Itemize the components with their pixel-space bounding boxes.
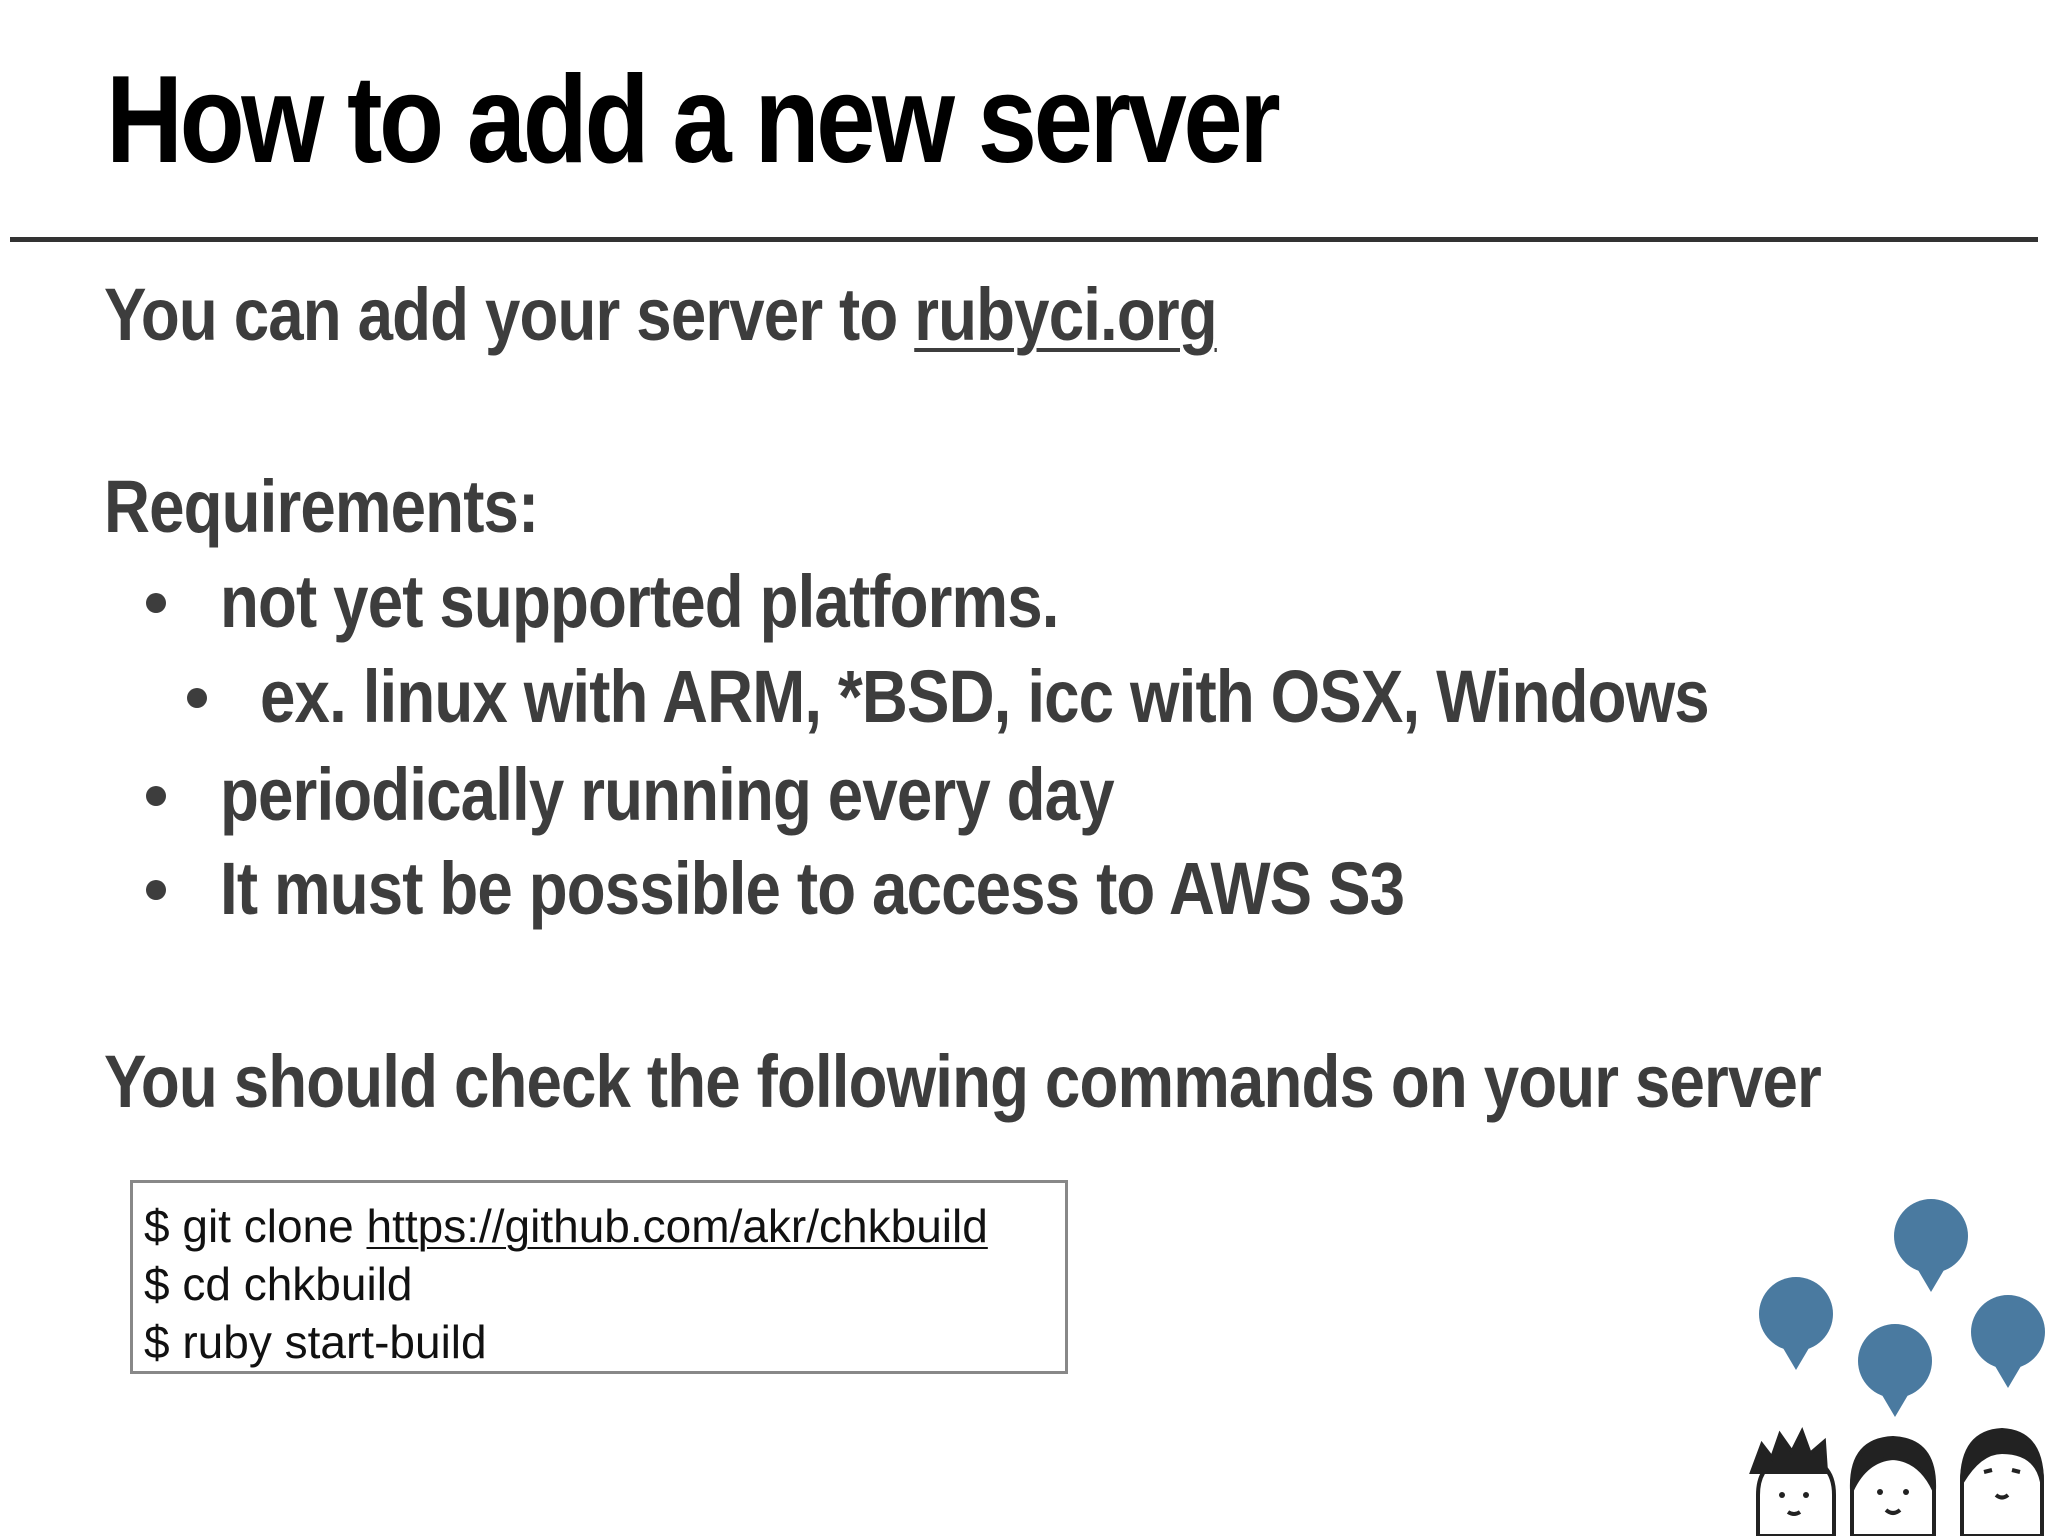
check-heading: You should check the following commands … bbox=[104, 1040, 1822, 1123]
person-boy-icon bbox=[1749, 1426, 1836, 1536]
speech-bubble-icon bbox=[1858, 1324, 1932, 1417]
bullet-icon bbox=[146, 593, 166, 613]
intro-text: You can add your server to bbox=[104, 273, 915, 356]
bullet-icon bbox=[187, 688, 207, 708]
people-with-speech-bubbles-icon bbox=[1749, 1199, 2045, 1536]
bullet-icon bbox=[146, 786, 166, 806]
speech-bubble-icons bbox=[1759, 1199, 2045, 1417]
command-text: $ git clone bbox=[144, 1200, 367, 1252]
intro-line: You can add your server to rubyci.org bbox=[104, 278, 1218, 352]
slide-title: How to add a new server bbox=[106, 51, 1281, 189]
chkbuild-repo-link[interactable]: https://github.com/akr/chkbuild bbox=[366, 1200, 988, 1252]
requirements-heading: Requirements: bbox=[104, 465, 539, 548]
person-girl-icon bbox=[1849, 1435, 1937, 1536]
person-icons bbox=[1749, 1426, 2044, 1536]
command-line-cd: $ cd chkbuild bbox=[144, 1258, 413, 1310]
command-line-clone: $ git clone https://github.com/akr/chkbu… bbox=[144, 1197, 1065, 1255]
bullet-icon bbox=[146, 880, 166, 900]
title-divider bbox=[10, 237, 2038, 242]
requirement-text: It must be possible to access to AWS S3 bbox=[220, 847, 1405, 930]
speech-bubble-icon bbox=[1894, 1199, 1968, 1292]
requirement-text: periodically running every day bbox=[220, 753, 1115, 836]
person-man-icon bbox=[1959, 1427, 2044, 1536]
command-line-run: $ ruby start-build bbox=[144, 1316, 487, 1368]
rubyci-link[interactable]: rubyci.org bbox=[914, 273, 1217, 356]
requirement-text: ex. linux with ARM, *BSD, icc with OSX, … bbox=[260, 655, 1710, 738]
command-box: $ git clone https://github.com/akr/chkbu… bbox=[130, 1180, 1068, 1374]
requirement-text: not yet supported platforms. bbox=[220, 560, 1059, 643]
speech-bubble-icon bbox=[1759, 1277, 1833, 1370]
speech-bubble-icon bbox=[1971, 1295, 2045, 1388]
